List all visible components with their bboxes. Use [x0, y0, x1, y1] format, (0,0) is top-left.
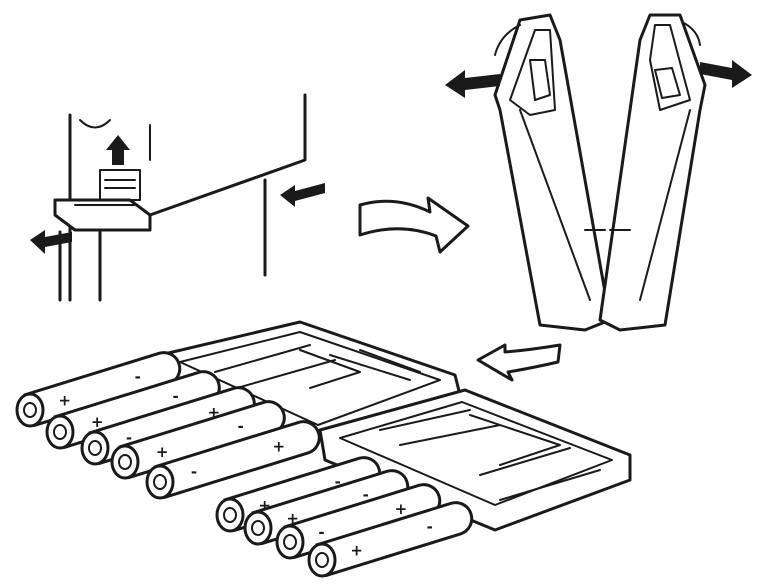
battery-terminal	[53, 424, 67, 440]
latch-slide-left-arrow	[30, 230, 72, 254]
battery-polarity-mark: +	[91, 413, 104, 431]
battery-terminal	[88, 440, 102, 456]
battery-terminal	[118, 454, 132, 470]
open-left-arrow	[445, 24, 521, 98]
battery-polarity-mark: +	[156, 443, 169, 461]
battery-terminal	[283, 534, 297, 550]
battery-end-cap	[145, 464, 175, 500]
battery-polarity-mark: +	[58, 392, 71, 410]
open-right-arrow	[681, 21, 752, 88]
battery-polarity-mark: -	[135, 368, 141, 386]
battery-end-cap	[15, 392, 45, 428]
battery-polarity-mark: -	[318, 524, 324, 542]
battery-polarity-mark: -	[191, 463, 197, 481]
battery-end-cap	[45, 414, 75, 450]
battery-polarity-mark: +	[273, 438, 286, 456]
battery-terminal	[315, 552, 329, 568]
radio-top-curve	[79, 119, 111, 129]
battery-end-cap	[275, 524, 305, 560]
battery-body	[315, 501, 474, 578]
hinged-case-icon	[493, 13, 707, 332]
flow-down-left-arrow	[476, 343, 562, 382]
battery-polarity-mark: -	[335, 473, 341, 491]
battery-holder-open	[445, 13, 752, 332]
battery-end-cap	[215, 497, 245, 533]
battery-icon: +-	[307, 501, 474, 578]
battery-polarity-mark: +	[350, 542, 363, 560]
battery-terminal	[251, 520, 265, 536]
battery-polarity-mark: -	[363, 486, 369, 504]
battery-polarity-mark: -	[427, 518, 433, 536]
battery-group: +-+--++--++-+--++-	[15, 351, 474, 578]
battery-tray-lower	[318, 388, 632, 532]
radio-body-line	[148, 93, 307, 217]
battery-polarity-mark: +	[395, 500, 408, 518]
slide-latch-icon	[53, 169, 152, 302]
door-push-arrow	[280, 183, 325, 207]
battery-polarity-mark: -	[173, 388, 179, 406]
battery-end-cap	[110, 444, 140, 480]
battery-end-cap	[307, 542, 337, 578]
battery-terminal	[153, 474, 167, 490]
battery-loading: +-+--++--++-+--++-	[15, 320, 632, 578]
battery-terminal	[223, 507, 237, 523]
battery-icon: +-	[15, 351, 182, 428]
battery-icon: -+	[145, 420, 321, 500]
battery-polarity-mark: -	[126, 429, 132, 447]
battery-terminal	[23, 402, 37, 418]
radio-back-panel	[30, 93, 325, 302]
battery-polarity-mark: -	[238, 418, 244, 436]
latch-up-arrow	[106, 135, 130, 165]
battery-end-cap	[243, 510, 273, 546]
battery-body	[153, 420, 321, 500]
flow-right-arrow	[358, 196, 470, 254]
battery-end-cap	[80, 430, 110, 466]
